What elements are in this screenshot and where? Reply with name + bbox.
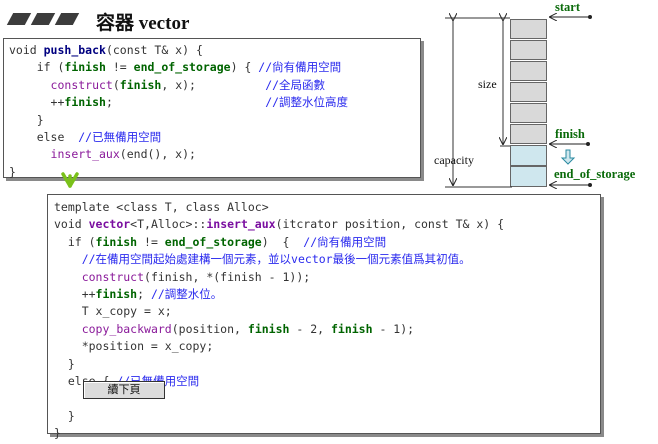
push-back-code-box: void push_back(const T& x) { if (finish … (3, 38, 421, 181)
storage-cell-free (510, 166, 547, 187)
code-token: finish (95, 234, 138, 249)
code-token: construct (81, 269, 145, 284)
capacity-label: capacity (434, 153, 474, 167)
start-label: start (555, 0, 580, 14)
code-line: template <class T, class Alloc> (54, 199, 504, 216)
code-token: void (54, 217, 89, 232)
code-line: T x_copy = x; (54, 303, 504, 320)
code-token: - 1); (372, 321, 415, 336)
code-token: construct (50, 77, 113, 92)
code-line: void vector<T,Alloc>::insert_aux(itcrato… (54, 216, 504, 233)
code-token: (itcrator position, const T& x) { (275, 217, 505, 232)
code-token: T x_copy = x; (54, 304, 172, 319)
code-line: } (9, 164, 348, 181)
code-token: (const T& x) { (105, 43, 203, 57)
code-token: if ( (9, 60, 65, 75)
page-title: 容器 vector (96, 13, 190, 34)
size-label: size (478, 77, 497, 91)
code-token: finish (119, 77, 162, 92)
code-token: finish (330, 321, 373, 336)
code-token: ; (105, 95, 266, 110)
code-comment: //調整水位高度 (265, 95, 349, 110)
code-line: ++finish; //調整水位。 (54, 286, 504, 303)
code-token: <T,Alloc>:: (130, 217, 207, 232)
code-token: ++ (9, 95, 65, 110)
code-token: finish (64, 60, 106, 75)
code-line: ++finish; //調整水位高度 (9, 94, 349, 111)
code-line: if (finish != end_of_storage) { //尙有備用空間 (54, 234, 504, 251)
code-token: vector (88, 217, 131, 232)
code-token: (position, (171, 321, 248, 336)
code-token: , x); (161, 77, 266, 92)
storage-cell-used (510, 19, 547, 39)
code-token: ( (112, 77, 120, 92)
storage-cell-used (510, 40, 547, 60)
code-line: insert_aux(end(), x); (9, 146, 348, 163)
code-token: copy_backward (81, 321, 172, 336)
code-token: *position = x_copy; (54, 339, 214, 354)
code-line: } (54, 356, 504, 373)
code-comment: //調整水位。 (150, 286, 223, 301)
code-token: insert_aux (206, 217, 276, 232)
code-token: template <class T, class Alloc> (54, 200, 269, 214)
code-token: - 2, (289, 321, 331, 336)
code-line: } (54, 425, 504, 442)
code-token: } (9, 164, 16, 179)
code-comment: //已無備用空間 (78, 129, 162, 144)
code-token: (finish, *(finish - 1)); (144, 269, 311, 284)
code-line: *position = x_copy; (54, 338, 504, 355)
code-token: ) { (230, 60, 259, 75)
code-line: construct(finish, *(finish - 1)); (54, 269, 504, 286)
finish-label: finish (555, 127, 585, 141)
code-token: ) { (261, 234, 304, 249)
code-comment: //尙有備用空間 (258, 60, 342, 75)
storage-cell-used (510, 82, 547, 102)
code-token: finish (247, 321, 290, 336)
code-token: else (9, 129, 79, 144)
code-token: push_back (43, 43, 106, 57)
storage-cell-free (510, 145, 547, 166)
code-token: } (9, 112, 44, 127)
down-arrow-icon (61, 172, 79, 188)
code-token: end_of_storage (133, 60, 231, 75)
storage-cell-used (510, 103, 547, 123)
code-token: != (137, 234, 165, 249)
code-token: ; (137, 286, 151, 301)
code-token: (end(), x); (119, 147, 196, 162)
code-line: construct(finish, x); //全局函數 (9, 77, 348, 94)
code-line: void push_back(const T& x) { (9, 42, 348, 59)
code-token: != (105, 60, 134, 75)
code-token: finish (64, 95, 106, 110)
code-line: else //已無備用空間 (9, 129, 348, 146)
code-line: if (finish != end_of_storage) { //尙有備用空間 (9, 59, 348, 76)
code-line: copy_backward(position, finish - 2, fini… (54, 321, 504, 338)
code-token: ++ (54, 286, 96, 301)
code-line: } (9, 112, 348, 129)
code-token: end_of_storage (164, 234, 262, 249)
code-line: } (54, 408, 504, 425)
code-token: } (54, 408, 75, 423)
storage-cell-used (510, 61, 547, 81)
push-back-code: void push_back(const T& x) { if (finish … (9, 42, 348, 181)
code-token: } (54, 356, 75, 371)
code-token: void (9, 43, 44, 57)
code-comment: //全局函數 (265, 77, 326, 92)
code-comment: //在備用空間起始處建構一個元素，並以vector最後一個元素值爲其初值。 (81, 252, 471, 267)
code-line: //在備用空間起始處建構一個元素，並以vector最後一個元素值爲其初值。 (54, 251, 504, 268)
code-token: } (54, 426, 61, 441)
storage-cell-used (510, 124, 547, 144)
code-token: finish (95, 286, 138, 301)
next-page-button[interactable]: 續下頁 (83, 381, 165, 399)
code-token: insert_aux (50, 147, 120, 162)
code-token: if ( (54, 234, 96, 249)
end-of-storage-label: end_of_storage (554, 167, 636, 181)
code-comment: //尙有備用空間 (303, 234, 387, 249)
